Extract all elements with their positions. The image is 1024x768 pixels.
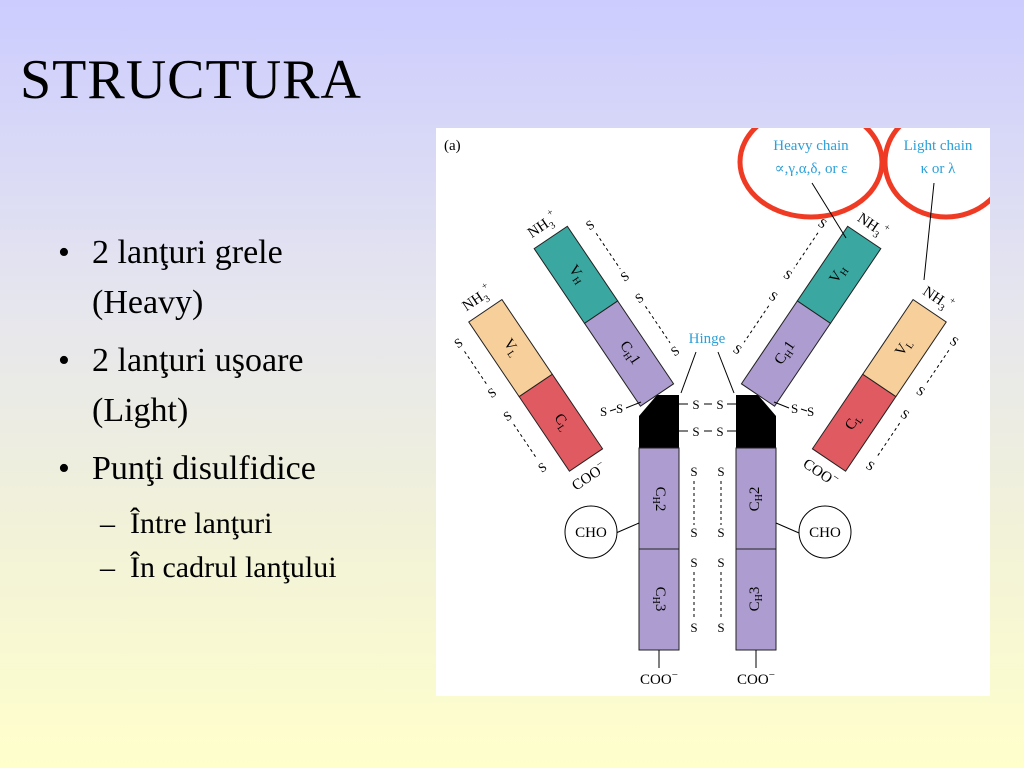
ch1-label-right: CH1 — [772, 339, 801, 370]
disulfide-s: S — [692, 424, 699, 439]
disulfide-s: S — [716, 424, 723, 439]
light-heavy-disulfide-right: S S — [773, 401, 814, 419]
ch2-label-left: CH2 — [650, 487, 668, 512]
disulfide-s: S — [807, 404, 814, 419]
subbullet-text: În cadrul lanţului — [130, 551, 337, 584]
disulfide-s: S — [616, 401, 623, 416]
disulfide-s: S — [717, 464, 724, 479]
vh-domain-left — [533, 225, 619, 324]
heavy-chain-title: Heavy chain — [773, 138, 849, 154]
stem-left: CH2 CH3 — [638, 416, 680, 651]
coo-terminal-right: COO− — [737, 669, 775, 688]
disulfide-s: S — [690, 464, 697, 479]
carbohydrate-left: CHO — [564, 505, 640, 559]
figure-background — [436, 128, 990, 696]
subbullet-between-chains: – Între lanţuri — [84, 502, 428, 546]
bullet-text: 2 lanţuri uşoare — [92, 342, 304, 379]
bullet-marker: • — [58, 234, 70, 271]
bullet-text: 2 lanţuri grele — [92, 234, 283, 271]
light-chain-types: κ or λ — [921, 161, 957, 177]
ch3-domain-right — [735, 548, 777, 651]
slide-title: STRUCTURA — [20, 49, 362, 111]
bullet-text: (Light) — [92, 392, 189, 429]
bullet-heavy-chains: • 2 lanţuri grele (Heavy) — [58, 228, 428, 328]
bullet-marker: • — [58, 450, 70, 487]
disulfide-s: S — [692, 397, 699, 412]
hinge-label: Hinge — [689, 331, 726, 347]
panel-label: (a) — [444, 138, 461, 154]
subbullet-marker: – — [100, 551, 115, 584]
stem-disulfide-left: S S S S — [690, 464, 697, 635]
bullet-disulfide-bridges: • Punţi disulfidice — [58, 444, 428, 494]
vl-domain-left — [468, 298, 553, 398]
hinge-region-left-stem — [639, 416, 679, 448]
ch2-label-right: CH2 — [747, 487, 765, 512]
cho-label: CHO — [809, 525, 841, 541]
antibody-structure-diagram: (a) CH2 CH3 CH2 CH3 S S S S S S S S — [436, 128, 990, 696]
light-chain-title: Light chain — [904, 138, 973, 154]
subbullet-text: Între lanţuri — [130, 507, 273, 540]
disulfide-s: S — [717, 620, 724, 635]
subbullet-marker: – — [100, 507, 115, 540]
subbullet-within-chain: – În cadrul lanţului — [84, 546, 428, 590]
light-chain-callout: Light chain κ or λ — [882, 128, 990, 281]
vl-label-left: VL — [498, 336, 522, 360]
bullet-text: Punţi disulfidice — [92, 450, 316, 487]
disulfide-s: S — [717, 525, 724, 540]
light-chain-highlight-ring — [882, 128, 990, 220]
stem-disulfide-right: S S S S — [717, 464, 724, 635]
light-heavy-disulfide-left: S S — [600, 401, 642, 419]
bullet-text: (Heavy) — [92, 284, 204, 321]
hinge-shoulder-right — [736, 395, 776, 416]
disulfide-s: S — [690, 525, 697, 540]
ch2-domain-right — [735, 447, 777, 550]
heavy-chain-types: ∝,γ,α,δ, or ε — [774, 161, 847, 177]
disulfide-s: S — [717, 555, 724, 570]
ch3-label-left: CH3 — [650, 587, 668, 612]
ch2-domain-left — [638, 447, 680, 550]
vh-domain-right — [796, 225, 882, 324]
disulfide-s: S — [690, 555, 697, 570]
disulfide-s: S — [716, 397, 723, 412]
bullet-light-chains: • 2 lanţuri uşoare (Light) — [58, 336, 428, 436]
bullet-marker: • — [58, 342, 70, 379]
cho-label: CHO — [575, 525, 607, 541]
heavy-chain-callout: Heavy chain ∝,γ,α,δ, or ε — [737, 128, 885, 239]
vl-label-right: VL — [893, 336, 917, 360]
hinge-shoulder-left — [639, 395, 679, 416]
hinge-region-right-stem — [736, 416, 776, 448]
carbohydrate-right: CHO — [775, 505, 852, 559]
stem-right: CH2 CH3 — [735, 416, 777, 651]
disulfide-s: S — [600, 404, 607, 419]
ch3-domain-left — [638, 548, 680, 651]
disulfide-s: S — [791, 401, 798, 416]
ch3-label-right: CH3 — [747, 587, 765, 612]
disulfide-s: S — [690, 620, 697, 635]
heavy-chain-highlight-ring — [737, 128, 885, 220]
light-chain-arm-right: CL VL NH3+ S S S S — [811, 283, 962, 474]
coo-terminal-left: COO− — [640, 669, 678, 688]
bullet-list: • 2 lanţuri grele (Heavy) • 2 lanţuri uş… — [58, 228, 428, 590]
inter-heavy-disulfide-bonds: S S S S — [679, 397, 736, 439]
vl-domain-right — [862, 298, 947, 398]
